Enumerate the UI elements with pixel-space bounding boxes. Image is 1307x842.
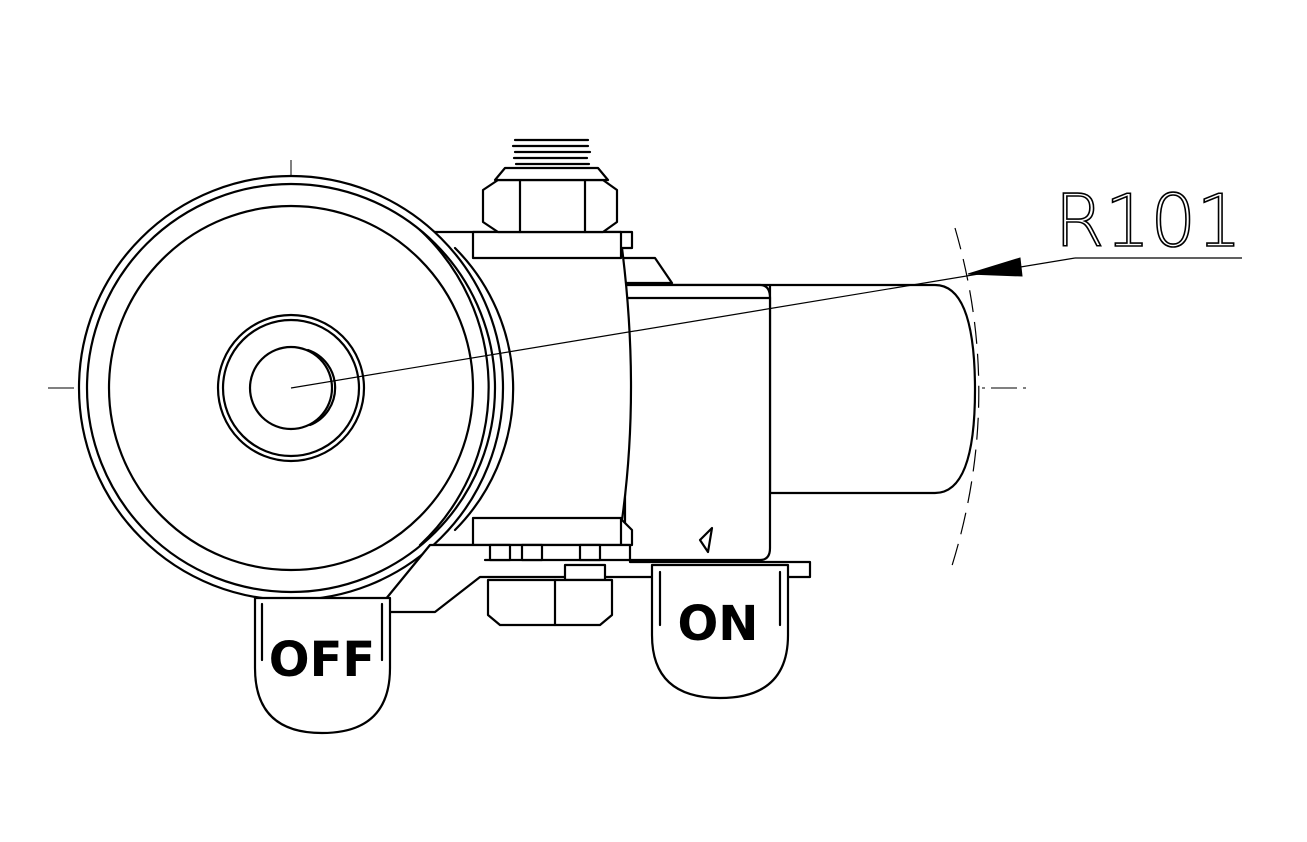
- radius-arc: [949, 227, 980, 573]
- dimension-arrowhead: [967, 257, 1023, 277]
- on-pedal: ON: [650, 563, 790, 700]
- top-nut: [481, 138, 619, 234]
- off-pedal: OFF: [253, 596, 392, 735]
- thread: [511, 138, 592, 166]
- barrel-body: [623, 283, 977, 562]
- radius-dimension: R101: [290, 178, 1243, 389]
- bottom-nut: [486, 578, 614, 627]
- on-label: ON: [678, 596, 759, 652]
- off-label: OFF: [269, 632, 375, 688]
- radius-dimension-label: R101: [1055, 179, 1242, 263]
